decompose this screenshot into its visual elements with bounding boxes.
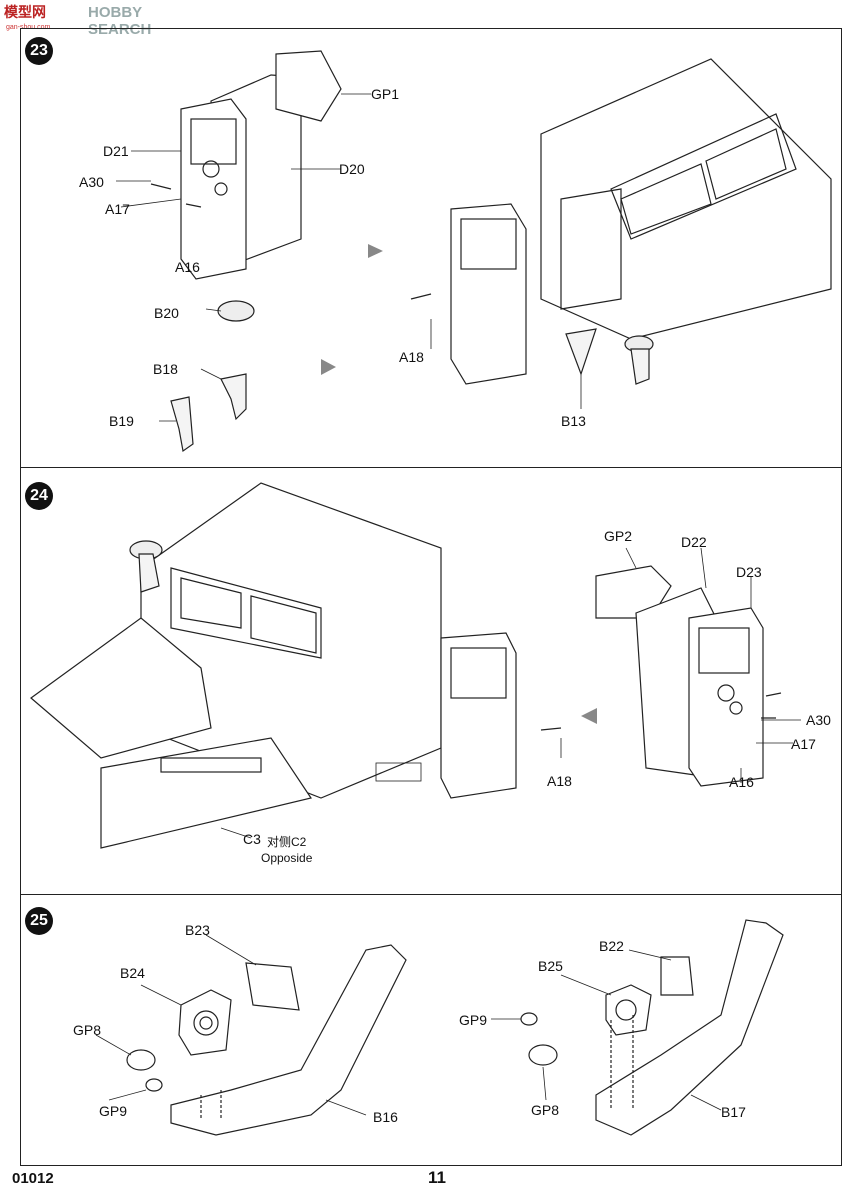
step-23-panel: 23	[20, 28, 842, 468]
lever-b18	[220, 373, 247, 421]
door-frame-d21	[180, 98, 247, 280]
step-number-badge: 24	[25, 482, 53, 510]
label-b22: B22	[599, 938, 624, 954]
label-opposite-c2-cn: 对侧C2	[267, 835, 307, 849]
arrow-icon	[321, 359, 336, 375]
bracket-b23	[245, 962, 300, 1011]
door-window	[190, 118, 237, 165]
label-gp9-right: GP9	[459, 1012, 488, 1028]
windshield-frame	[610, 113, 797, 240]
cab-shell	[540, 58, 832, 340]
glass-gp2	[595, 565, 672, 619]
label-gp1: GP1	[371, 86, 400, 102]
handle-part	[202, 160, 220, 178]
label-gp2: GP2	[604, 528, 633, 544]
knob-b20	[217, 300, 255, 322]
label-gp8: GP8	[73, 1022, 102, 1038]
lever-b19	[170, 396, 194, 453]
product-code: 01012	[12, 1170, 54, 1187]
label-b16: B16	[373, 1109, 398, 1125]
label-b13: B13	[561, 413, 586, 429]
cab-door	[450, 203, 527, 385]
label-a16: A16	[175, 259, 200, 275]
watermark-logo: 模型网	[4, 4, 46, 20]
windshield-frame	[170, 567, 322, 659]
label-d22: D22	[681, 534, 707, 550]
side-panel-c3	[100, 737, 312, 849]
fender-left	[30, 617, 212, 759]
step-23-illustration	[116, 50, 832, 453]
step-25-panel: 25 B23 B24 GP8 GP9 B16 B22 B25 GP9 G	[20, 894, 842, 1166]
label-d20: D20	[339, 161, 365, 177]
bracket-b13	[565, 328, 597, 376]
housing-b24	[178, 989, 232, 1056]
door-frame-d23	[688, 607, 764, 787]
label-c3: C3	[243, 831, 261, 847]
glass-gp1	[275, 50, 342, 122]
label-d23: D23	[736, 564, 762, 580]
housing-b25	[605, 984, 652, 1036]
lens-gp8	[528, 1044, 558, 1066]
label-b20: B20	[154, 305, 179, 321]
fender-b17	[595, 919, 784, 1136]
label-b24: B24	[120, 965, 145, 981]
label-a30: A30	[806, 712, 831, 728]
label-opposide: Opposide	[261, 851, 313, 865]
lens-gp8	[126, 1049, 156, 1071]
page-number: 11	[428, 1168, 446, 1187]
bracket-b22	[660, 956, 694, 996]
watermark-text: HOBBY SEARCH	[88, 4, 152, 38]
fender-b16	[170, 944, 407, 1136]
label-a18: A18	[399, 349, 424, 365]
label-a17: A17	[105, 201, 130, 217]
arrow-icon	[581, 708, 597, 724]
label-a16: A16	[729, 774, 754, 790]
label-b17: B17	[721, 1104, 746, 1120]
cab-door	[440, 632, 517, 799]
step-24-panel: 24 GP2 D22 D23 A30 A17	[20, 467, 842, 895]
label-a30: A30	[79, 174, 104, 190]
arrow-icon	[368, 244, 383, 258]
label-b23: B23	[185, 922, 210, 938]
label-gp8-right: GP8	[531, 1102, 560, 1118]
lens-gp9	[145, 1078, 163, 1092]
step-25-illustration	[95, 919, 784, 1136]
lens-gp9	[520, 1012, 538, 1026]
label-b18: B18	[153, 361, 178, 377]
step-number-badge: 25	[25, 907, 53, 935]
step-24-illustration	[30, 482, 801, 849]
cab-shell	[140, 482, 442, 799]
label-a18: A18	[547, 773, 572, 789]
label-gp9: GP9	[99, 1103, 128, 1119]
watermark-url: gan-shou.com	[6, 24, 51, 31]
label-a17: A17	[791, 736, 816, 752]
step-number-badge: 23	[25, 37, 53, 65]
label-b25: B25	[538, 958, 563, 974]
label-d21: D21	[103, 143, 129, 159]
watermark: 模型网 HOBBY SEARCH gan-shou.com	[0, 0, 170, 38]
label-b19: B19	[109, 413, 134, 429]
